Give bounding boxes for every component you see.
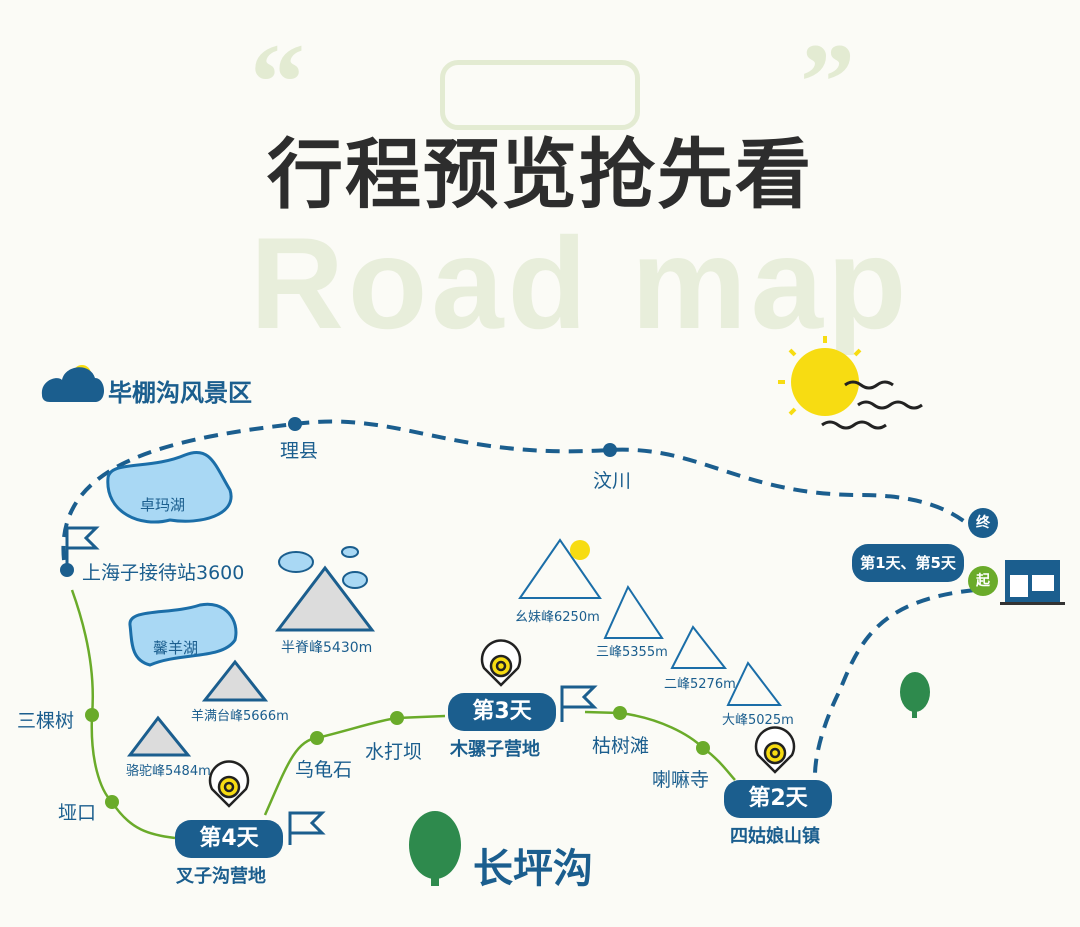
town-kushutan: 枯树滩 (592, 735, 650, 757)
town-sankeshu: 三棵树 (17, 710, 75, 732)
town-shuidaba: 水打坝 (365, 741, 423, 763)
start-pin: 起 (968, 566, 998, 596)
peak-yangmantai: 羊满台峰5666m (191, 709, 289, 724)
lake-zhuoma: 卓玛湖 (140, 496, 186, 514)
peak-luotuo: 骆驼峰5484m (126, 764, 211, 779)
quote-close-mark: ” (800, 21, 855, 143)
page-title: 行程预览抢先看 (267, 130, 813, 219)
bus-watermark-icon (440, 60, 640, 130)
day2-badge: 第2天 (724, 780, 832, 818)
peak-erfeng: 二峰5276m (664, 677, 736, 692)
town-wuguishi: 乌龟石 (295, 759, 353, 781)
town-lixian: 理县 (280, 440, 319, 462)
town-shanghaizi: 上海子接待站3600 (82, 562, 245, 584)
peak-banji: 半脊峰5430m (281, 640, 373, 656)
day2-camp: 四姑娘山镇 (730, 826, 820, 847)
peak-yaomei: 幺妹峰6250m (515, 610, 600, 625)
region-label-bipenggou: 毕棚沟风景区 (108, 379, 252, 407)
town-yakou: 垭口 (58, 802, 97, 824)
town-lamasi: 喇嘛寺 (652, 769, 710, 791)
day3-camp: 木骡子营地 (450, 739, 540, 760)
lake-xinyang: 馨羊湖 (153, 639, 199, 657)
end-pin: 终 (968, 508, 998, 538)
peak-dafeng: 大峰5025m (722, 713, 794, 728)
day3-badge: 第3天 (448, 693, 556, 731)
peak-sanfeng: 三峰5355m (596, 645, 668, 660)
watermark-text: Road map (250, 210, 911, 356)
day4-badge: 第4天 (175, 820, 283, 858)
day4-camp: 叉子沟营地 (176, 866, 266, 887)
quote-open-mark: “ (250, 21, 305, 143)
day1-day5-badge: 第1天、第5天 (852, 544, 964, 582)
town-wenchuan: 汶川 (593, 470, 632, 492)
region-label-changpinggou: 长坪沟 (473, 846, 593, 892)
